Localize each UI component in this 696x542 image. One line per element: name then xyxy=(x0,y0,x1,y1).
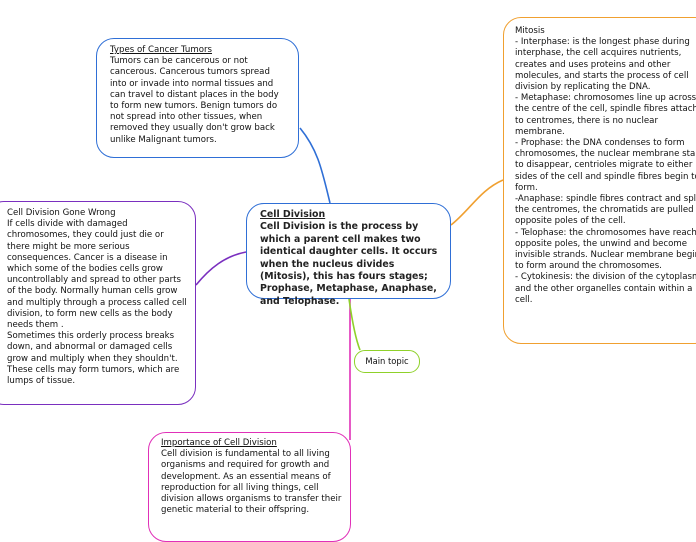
connector-main-topic xyxy=(348,298,361,351)
central-topic-cell-division[interactable]: Cell Division Cell Division is the proce… xyxy=(246,203,451,307)
topic-mitosis[interactable]: Mitosis - Interphase: is the longest pha… xyxy=(503,17,696,344)
topic-cell-division-gone-wrong[interactable]: Cell Division Gone Wrong If cells divide… xyxy=(0,201,196,405)
topic-types-of-cancer-tumors[interactable]: Types of Cancer Tumors Tumors can be can… xyxy=(96,38,299,158)
connector-lines xyxy=(195,127,504,440)
topic-title: Cell Division Gone Wrong xyxy=(7,208,116,218)
topic-text: If cells divide with damaged chromosomes… xyxy=(7,219,187,387)
topic-text: Cell division is fundamental to all livi… xyxy=(161,449,342,516)
topic-title: Types of Cancer Tumors xyxy=(110,45,212,55)
connector-cancer xyxy=(299,127,331,204)
topic-label: Main topic xyxy=(365,356,409,366)
topic-text: Tumors can be cancerous or not cancerous… xyxy=(110,56,279,145)
central-title: Cell Division xyxy=(260,209,326,220)
topic-title: Mitosis xyxy=(515,26,545,36)
connector-wrong xyxy=(195,251,247,286)
connector-mitosis xyxy=(450,179,504,226)
topic-importance-of-cell-division[interactable]: Importance of Cell Division Cell divisio… xyxy=(148,432,351,542)
topic-main-topic[interactable]: Main topic xyxy=(354,350,420,373)
central-text: Cell Division is the process by which a … xyxy=(260,221,438,307)
topic-text: - Interphase: is the longest phase durin… xyxy=(515,37,696,305)
topic-title: Importance of Cell Division xyxy=(161,438,277,448)
